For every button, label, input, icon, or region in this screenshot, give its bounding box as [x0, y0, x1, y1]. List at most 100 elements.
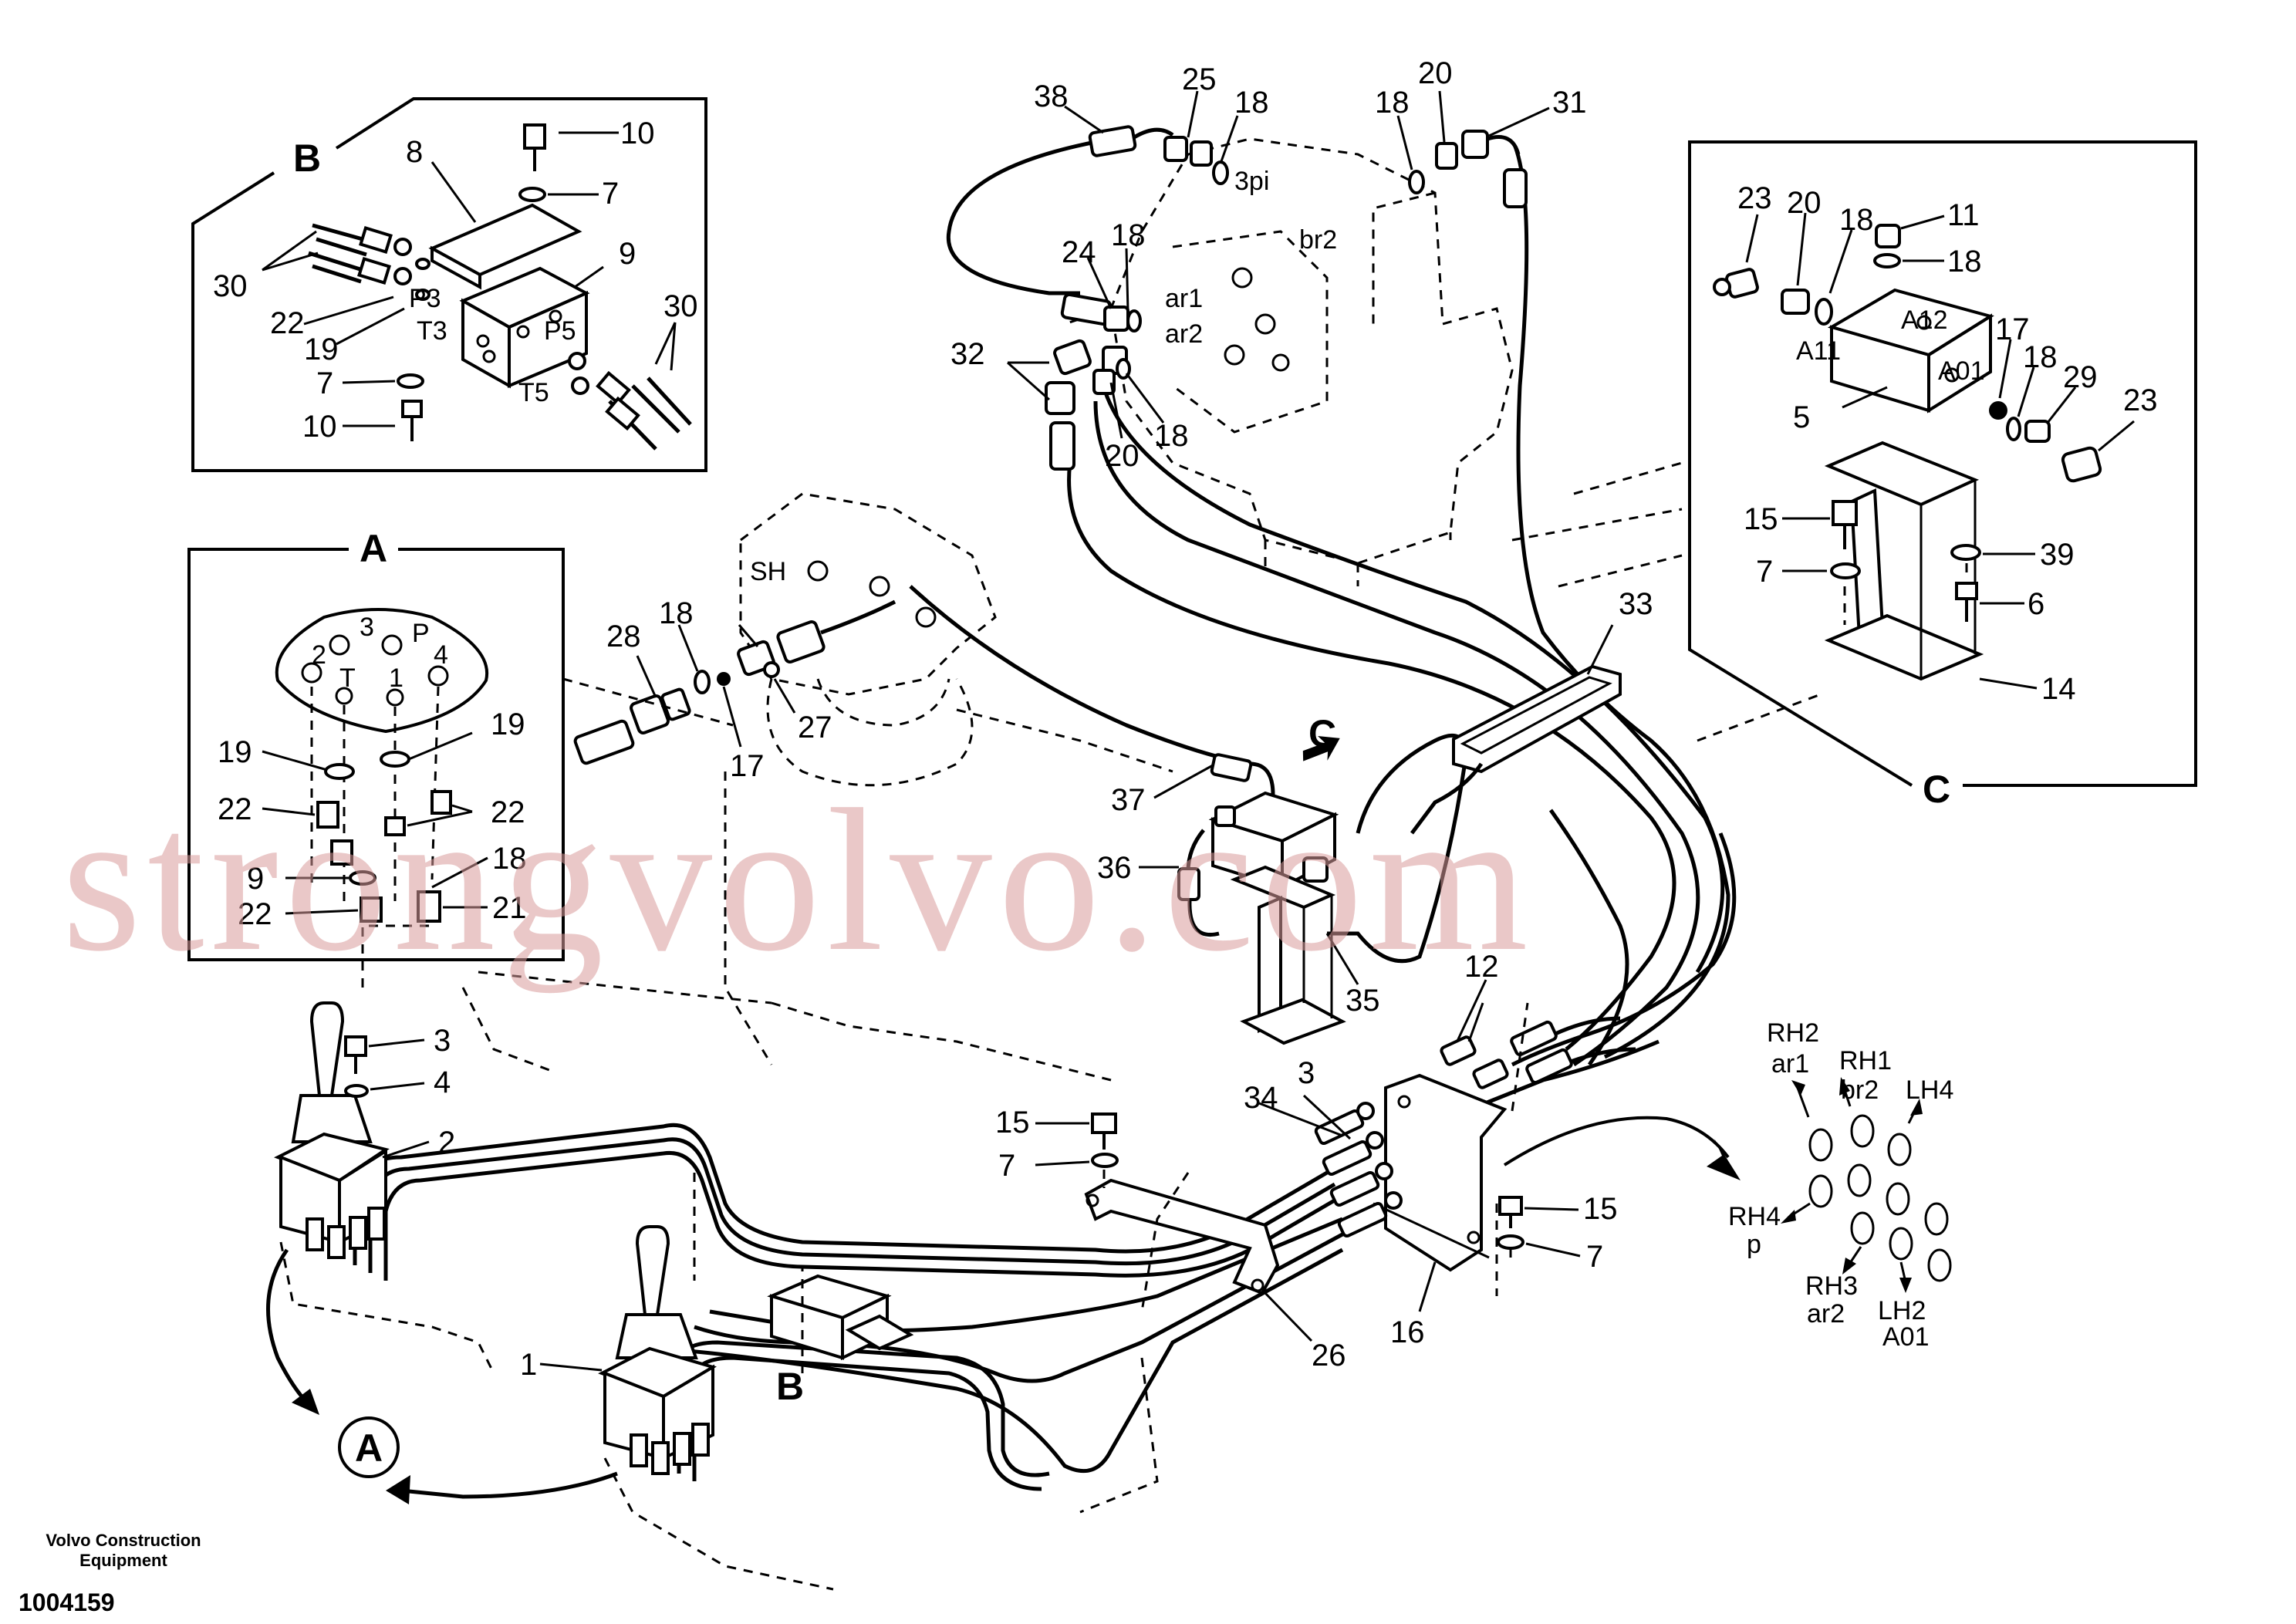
chassis-outline: [461, 461, 1822, 1514]
port-label: br2: [1299, 225, 1337, 255]
part-number: 17: [730, 749, 765, 783]
joystick-right-1: 1: [520, 1172, 1190, 1591]
port-label: 1: [389, 663, 403, 693]
connection-label: A01: [1882, 1322, 1930, 1352]
detail-view-b: B: [191, 97, 707, 472]
connection-label: RH1: [1839, 1046, 1892, 1075]
detail-view-c: C: [1688, 140, 2197, 811]
part-number: 7: [602, 177, 619, 211]
part-number: 12: [1464, 950, 1499, 984]
port-label: A11: [1796, 336, 1841, 366]
port-label: A01: [1938, 356, 1985, 386]
part-number: 36: [1097, 851, 1132, 885]
connection-pattern: RH2 ar1 RH1 br2 LH4 RH4 p RH3 ar2 LH2 A0…: [1503, 1018, 1953, 1352]
hose-junction-33: 33: [1410, 587, 1653, 835]
part-number: 11: [1947, 198, 1980, 232]
port-label: P3: [409, 284, 441, 313]
detail-view-a: A 19 19 22 22 9 18 22 21 2 3: [187, 527, 565, 961]
port-label: 2: [312, 640, 326, 670]
part-number: 39: [2040, 538, 2075, 572]
port-label: ar2: [1165, 319, 1203, 349]
part-number: 31: [1552, 86, 1587, 120]
part-number: 7: [998, 1149, 1015, 1183]
part-number: 18: [1111, 218, 1146, 252]
part-number: 23: [2123, 383, 2158, 417]
connection-label: ar1: [1771, 1049, 1809, 1079]
part-number: 2: [438, 1126, 455, 1160]
part-number: 26: [1312, 1339, 1346, 1372]
part-number: 20: [1418, 56, 1453, 90]
connection-label: br2: [1841, 1075, 1879, 1105]
port-label: SH: [750, 557, 786, 586]
part-number: 7: [316, 366, 333, 400]
connection-label: LH4: [1906, 1075, 1953, 1105]
part-number: 3: [1298, 1056, 1315, 1090]
part-number: 8: [406, 135, 423, 169]
part-number: 10: [620, 116, 655, 150]
manufacturer-line-2: Equipment: [79, 1551, 167, 1570]
part-number: 32: [950, 337, 985, 371]
connection-label: ar2: [1807, 1299, 1845, 1329]
detail-a-frame: [187, 548, 565, 961]
port-label: T: [339, 663, 356, 693]
part-number: 38: [1034, 79, 1069, 113]
manufacturer-line-1: Volvo Construction: [46, 1531, 201, 1550]
part-number: 7: [1756, 555, 1773, 589]
pilot-valve-base: [275, 608, 489, 734]
part-number: 18: [2023, 340, 2058, 374]
part-number: 22: [491, 795, 525, 829]
connector-bracket-16: 3 34 15 7 15 7 16 26: [995, 1002, 1636, 1372]
main-control-valve: 3pi br2 ar1 ar2: [1064, 137, 1514, 586]
part-number: 25: [1182, 62, 1217, 96]
port-label: ar1: [1165, 284, 1203, 313]
part-number: 18: [1839, 203, 1874, 237]
callout-b: B: [776, 1365, 804, 1408]
port-label: T3: [417, 316, 447, 346]
part-number: 27: [798, 711, 832, 744]
shuttle-valve-assembly: C 37 36 35 12: [1097, 712, 1499, 1050]
part-number: 15: [995, 1106, 1030, 1140]
port-label: 4: [434, 640, 448, 670]
joystick-left-2: 3 4 2: [274, 924, 495, 1374]
part-number: 20: [1787, 186, 1822, 220]
part-number: 17: [1995, 312, 2030, 346]
part-number: 22: [238, 897, 272, 931]
part-number: 9: [619, 237, 636, 271]
part-number: 23: [1737, 181, 1772, 215]
connection-label: RH3: [1805, 1271, 1858, 1301]
port-label: 3pi: [1234, 167, 1269, 196]
port-label: P5: [544, 316, 576, 346]
port-label: P: [412, 619, 430, 648]
connection-label: p: [1747, 1230, 1761, 1259]
part-number: 18: [1154, 419, 1189, 453]
footer: Volvo Construction Equipment 1004159: [19, 1531, 201, 1616]
part-number: 5: [1793, 400, 1810, 434]
part-number: 18: [659, 596, 694, 630]
part-number: 29: [2063, 360, 2098, 394]
detail-b-title: B: [293, 137, 321, 180]
part-number: 15: [1744, 502, 1778, 536]
callout-c: C: [1308, 712, 1336, 755]
part-number: 18: [1375, 86, 1410, 120]
part-number: 4: [434, 1065, 451, 1099]
watermark: strongvolvo.com: [62, 768, 1535, 994]
part-number: 34: [1244, 1081, 1278, 1115]
part-number: 20: [1105, 439, 1140, 473]
part-number: 19: [491, 707, 525, 741]
part-number: 19: [304, 333, 339, 366]
connection-label: RH2: [1767, 1018, 1819, 1048]
part-number: 3: [434, 1024, 451, 1058]
part-number: 22: [270, 306, 305, 340]
part-number: 10: [302, 410, 337, 444]
part-number: 9: [247, 862, 264, 896]
port-label: 3: [360, 613, 374, 642]
part-number: 14: [2041, 672, 2076, 706]
part-number: 6: [2028, 587, 2044, 621]
part-number: 16: [1390, 1315, 1425, 1349]
connection-label: RH4: [1728, 1202, 1781, 1231]
connection-label: LH2: [1878, 1296, 1926, 1325]
part-number: 18: [1947, 245, 1982, 279]
detail-b-frame: [191, 97, 707, 472]
